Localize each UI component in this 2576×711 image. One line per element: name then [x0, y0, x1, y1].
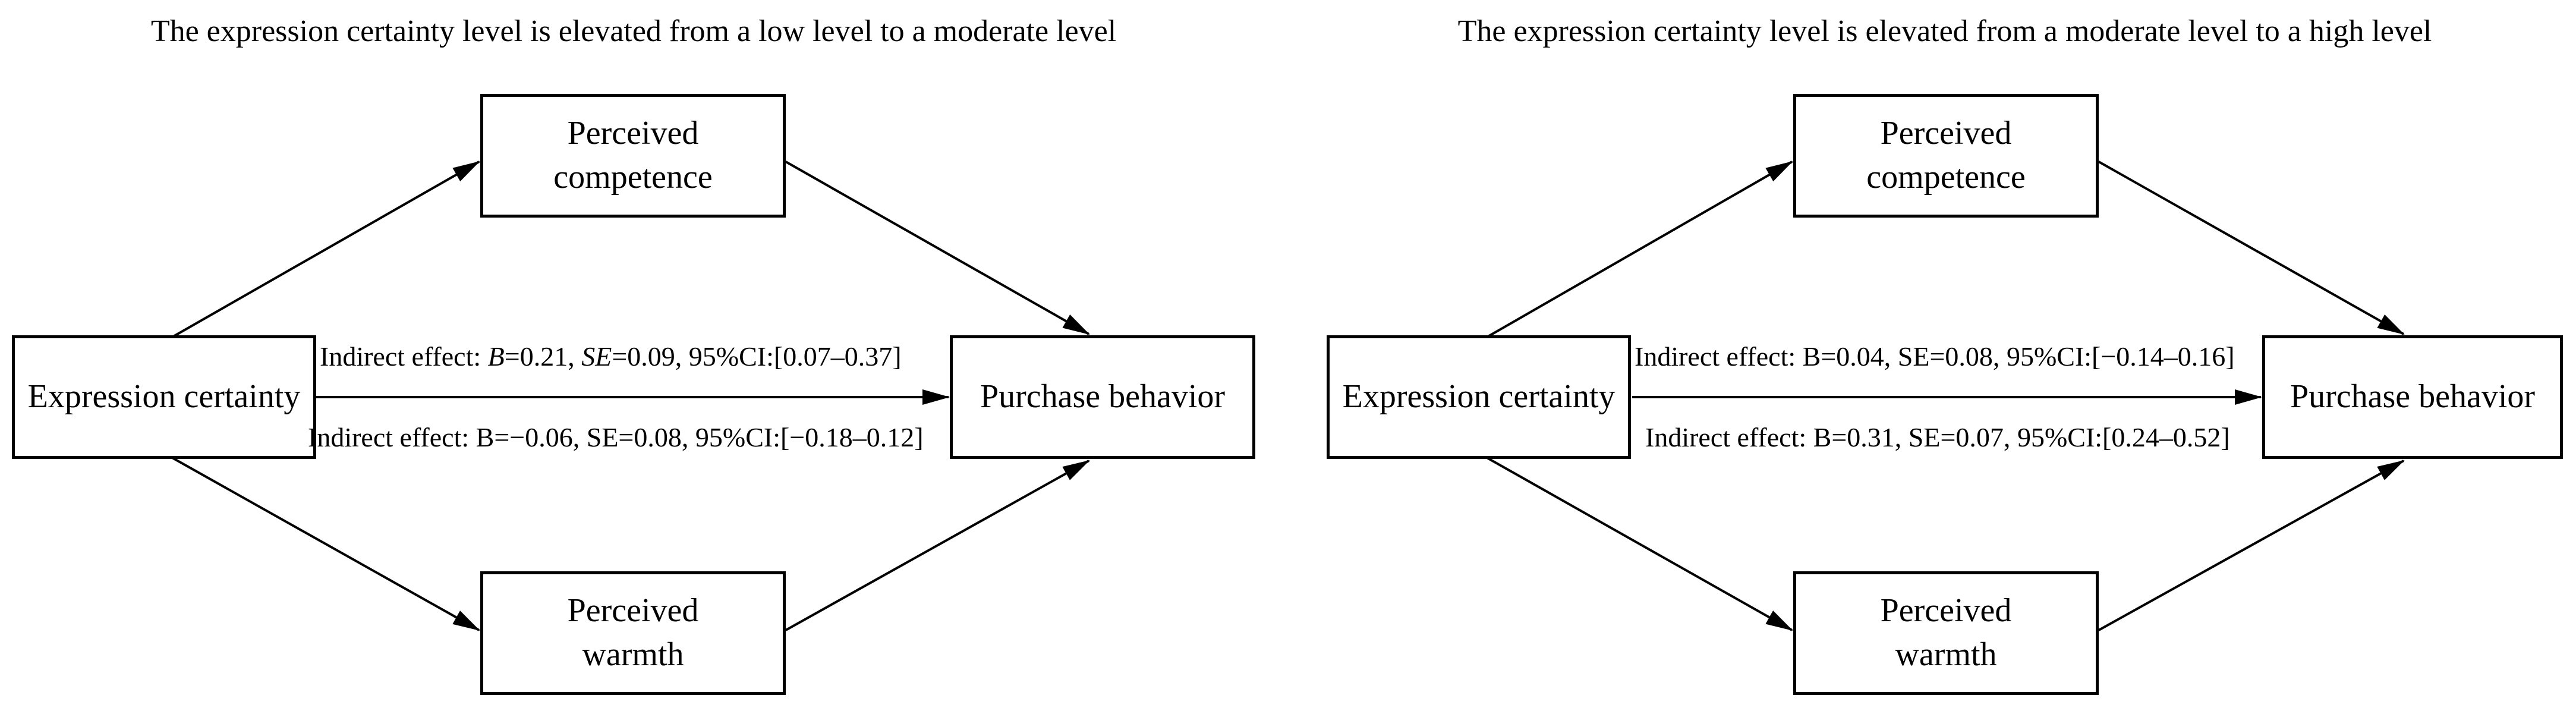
arrow-bottom-mediator-to-outcome — [2098, 460, 2405, 631]
b-symbol: B — [475, 422, 495, 452]
node-perceived-competence: Perceived competence — [480, 94, 786, 218]
se-symbol: SE — [581, 341, 612, 372]
arrow-predictor-to-bottom-mediator — [1485, 456, 1793, 631]
arrow-top-mediator-to-outcome — [785, 161, 1090, 335]
se-symbol: SE — [1897, 341, 1930, 372]
b-symbol: B — [1802, 341, 1821, 372]
confidence-interval: 95%CI:[−0.14–0.16] — [2006, 341, 2235, 372]
arrow-predictor-to-top-mediator — [171, 161, 480, 339]
node-label: Perceived warmth — [567, 592, 699, 673]
indirect-effect-upper: Indirect effect: B=0.04, SE=0.08, 95%CI:… — [1635, 340, 2235, 373]
b-value: =−0.06, — [494, 422, 587, 452]
arrow-bottom-mediator-to-outcome — [785, 460, 1090, 631]
arrow-top-mediator-to-outcome — [2098, 161, 2405, 335]
node-perceived-warmth: Perceived warmth — [1793, 571, 2099, 695]
node-perceived-warmth: Perceived warmth — [480, 571, 786, 695]
arrow-predictor-to-bottom-mediator — [171, 456, 480, 631]
node-purchase-behavior: Purchase behavior — [950, 335, 1255, 459]
node-label: Perceived competence — [553, 115, 713, 196]
diagram-title: The expression certainty level is elevat… — [1457, 14, 2432, 48]
indirect-effect-lower: Indirect effect: B=−0.06, SE=0.08, 95%CI… — [308, 421, 924, 454]
b-symbol: B — [487, 341, 505, 372]
se-value: =0.08, — [618, 422, 695, 452]
b-value: =0.31, — [1831, 422, 1909, 452]
node-label: Purchase behavior — [2290, 378, 2536, 416]
confidence-interval: 95%CI:[0.24–0.52] — [2017, 422, 2230, 452]
node-expression-certainty: Expression certainty — [1327, 335, 1631, 459]
node-expression-certainty: Expression certainty — [12, 335, 316, 459]
indirect-effect-upper: Indirect effect: B=0.21, SE=0.09, 95%CI:… — [320, 340, 902, 373]
node-label: Purchase behavior — [980, 378, 1226, 416]
se-symbol: SE — [1908, 422, 1941, 452]
b-symbol: B — [1813, 422, 1832, 452]
effect-prefix: Indirect effect: — [320, 341, 488, 372]
node-label: Expression certainty — [1342, 378, 1615, 416]
effect-prefix: Indirect effect: — [1645, 422, 1813, 452]
node-label: Perceived warmth — [1880, 592, 2012, 673]
node-perceived-competence: Perceived competence — [1793, 94, 2099, 218]
se-value: =0.09, — [612, 341, 689, 372]
b-value: =0.21, — [504, 341, 582, 372]
node-purchase-behavior: Purchase behavior — [2262, 335, 2563, 459]
effect-prefix: Indirect effect: — [308, 422, 476, 452]
diagram-title: The expression certainty level is elevat… — [150, 14, 1117, 48]
b-value: =0.04, — [1821, 341, 1898, 372]
node-label: Perceived competence — [1866, 115, 2026, 196]
arrow-predictor-to-top-mediator — [1485, 161, 1793, 339]
effect-prefix: Indirect effect: — [1635, 341, 1803, 372]
node-label: Expression certainty — [27, 378, 301, 416]
confidence-interval: 95%CI:[0.07–0.37] — [688, 341, 902, 372]
confidence-interval: 95%CI:[−0.18–0.12] — [695, 422, 924, 452]
se-value: =0.08, — [1929, 341, 2007, 372]
se-value: =0.07, — [1940, 422, 2017, 452]
indirect-effect-lower: Indirect effect: B=0.31, SE=0.07, 95%CI:… — [1645, 421, 2230, 454]
se-symbol: SE — [586, 422, 619, 452]
